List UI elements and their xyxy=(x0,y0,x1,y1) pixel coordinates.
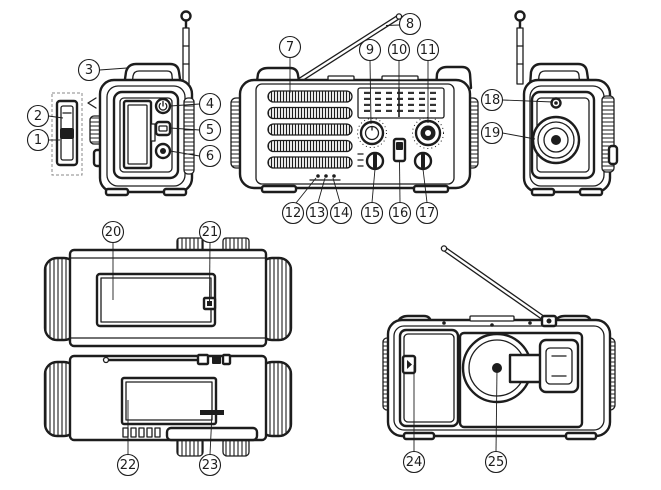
antenna xyxy=(180,10,192,85)
telescopic-antenna xyxy=(440,245,552,325)
front-view xyxy=(230,13,479,194)
indicator-leds xyxy=(309,174,341,181)
callout-number: 18 xyxy=(484,93,501,108)
callout-9: 9 xyxy=(358,38,382,62)
callout-number: 16 xyxy=(392,206,409,221)
detail-arrow xyxy=(87,97,97,109)
callout-18: 18 xyxy=(480,88,504,112)
callout-3: 3 xyxy=(77,58,101,82)
callout-21: 21 xyxy=(198,220,222,244)
hand-crank xyxy=(458,331,584,429)
usb-port xyxy=(154,120,172,137)
vent-slots xyxy=(122,427,161,438)
callout-number: 9 xyxy=(366,43,374,58)
top-view xyxy=(43,237,293,348)
callout-17: 17 xyxy=(415,201,439,225)
callout-number: 5 xyxy=(206,123,214,138)
callout-12: 12 xyxy=(281,201,305,225)
callout-number: 10 xyxy=(391,43,408,58)
callout-6: 6 xyxy=(198,144,222,168)
power-button xyxy=(154,97,172,115)
leader-lines xyxy=(48,24,554,455)
callout-number: 11 xyxy=(420,43,437,58)
callout-24: 24 xyxy=(402,450,426,474)
antenna xyxy=(514,10,526,85)
callout-number: 13 xyxy=(309,206,326,221)
callout-number: 25 xyxy=(488,455,505,470)
telescopic-antenna xyxy=(297,13,403,83)
flashlight-lens xyxy=(531,115,581,165)
callout-4: 4 xyxy=(198,92,222,116)
callout-number: 20 xyxy=(105,225,122,240)
callout-number: 23 xyxy=(202,458,219,473)
speaker-grille xyxy=(267,90,353,169)
callout-22: 22 xyxy=(116,453,140,477)
callout-number: 19 xyxy=(484,126,501,141)
fine-tune-knob xyxy=(413,151,433,171)
light-sensor xyxy=(550,97,562,109)
stowed-antenna xyxy=(102,353,232,366)
callout-number: 21 xyxy=(202,225,219,240)
callout-number: 12 xyxy=(285,206,302,221)
switch-detail-inset xyxy=(51,92,83,176)
callout-15: 15 xyxy=(360,201,384,225)
back-view xyxy=(382,245,616,441)
callout-13: 13 xyxy=(305,201,329,225)
callout-number: 3 xyxy=(85,63,93,78)
left-side-view xyxy=(89,10,195,197)
callout-5: 5 xyxy=(198,118,222,142)
antenna-hinge xyxy=(540,314,558,328)
callout-2: 2 xyxy=(26,104,50,128)
side-bumper xyxy=(183,97,195,175)
callout-number: 22 xyxy=(120,458,137,473)
callout-number: 17 xyxy=(419,206,436,221)
callout-25: 25 xyxy=(484,450,508,474)
bottom-view xyxy=(43,353,293,457)
callout-1: 1 xyxy=(26,128,50,152)
callout-14: 14 xyxy=(329,201,353,225)
callout-7: 7 xyxy=(278,35,302,59)
volume-knob xyxy=(357,118,387,148)
callout-19: 19 xyxy=(480,121,504,145)
callout-number: 8 xyxy=(406,17,414,32)
callout-20: 20 xyxy=(101,220,125,244)
right-side-view xyxy=(514,10,619,197)
port-cover-flap xyxy=(122,99,156,170)
crank-handle xyxy=(538,338,580,394)
battery-door xyxy=(398,328,460,428)
label-strip xyxy=(200,410,224,415)
callout-number: 7 xyxy=(286,40,294,55)
dc-port xyxy=(154,142,172,160)
callout-10: 10 xyxy=(387,38,411,62)
callout-number: 24 xyxy=(406,455,423,470)
callout-number: 15 xyxy=(364,206,381,221)
callout-number: 6 xyxy=(206,149,214,164)
callout-number: 4 xyxy=(206,97,214,112)
callout-number: 14 xyxy=(333,206,350,221)
callout-number: 1 xyxy=(34,133,42,148)
callout-8: 8 xyxy=(398,12,422,36)
battery-compartment xyxy=(120,376,218,426)
callout-16: 16 xyxy=(388,201,412,225)
solar-panel xyxy=(95,272,217,328)
callout-11: 11 xyxy=(416,38,440,62)
slide-switch xyxy=(60,128,74,139)
slide-switch xyxy=(392,137,407,163)
callout-23: 23 xyxy=(198,453,222,477)
callout-number: 2 xyxy=(34,109,42,124)
